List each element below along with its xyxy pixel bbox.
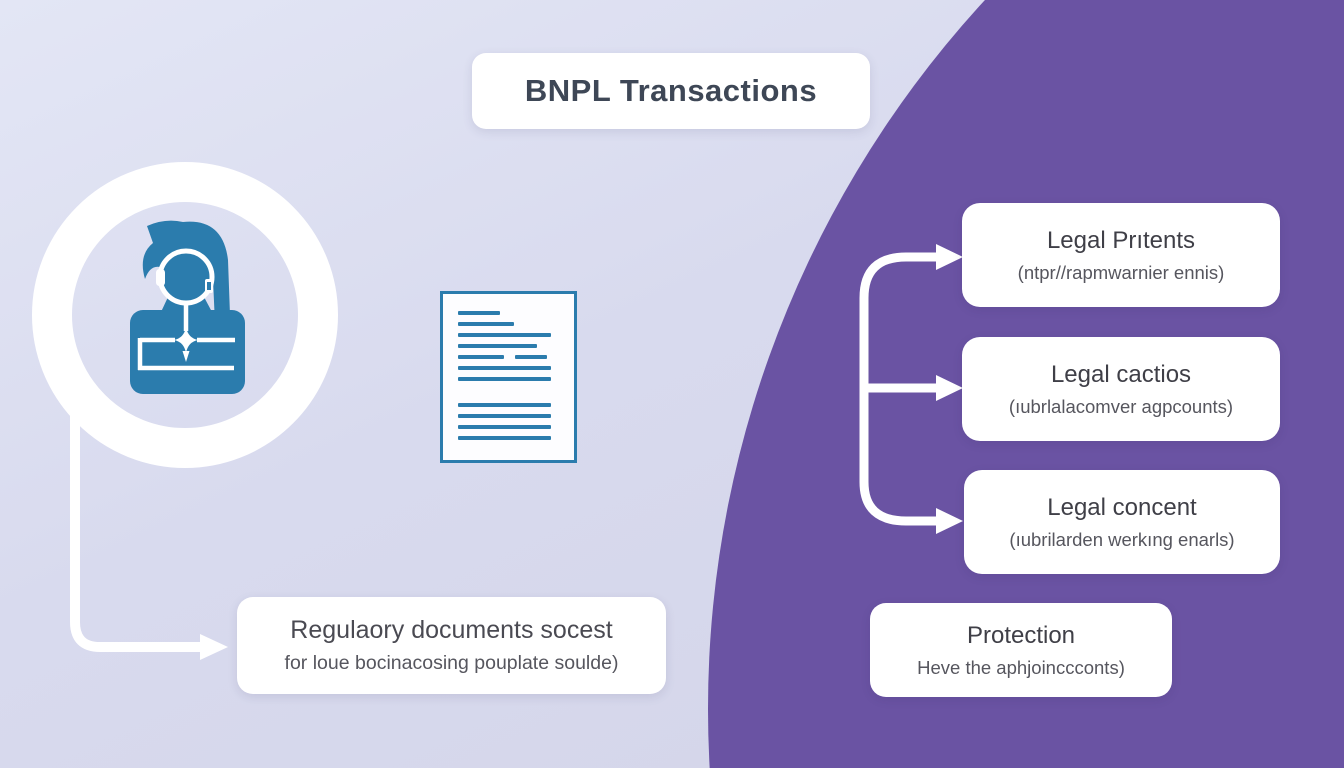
document-icon (440, 291, 577, 463)
regulatory-card-heading: Regulaory documents socest (290, 616, 613, 644)
regulatory-card: Regulaory documents socest for loue boci… (237, 597, 666, 694)
arrow-right-icon (70, 400, 228, 660)
legal-card-2-heading: Legal cactios (1050, 360, 1192, 388)
legal-card-3-sub: (ıubrilarden werkıng enarls) (1009, 528, 1235, 550)
legal-card-1-sub: (ntpr//rapmwarnier ennis) (1017, 261, 1225, 283)
regulatory-card-sub: for loue bocinacosing pouplate soulde) (284, 652, 619, 674)
page-title: BNPL Transactions (524, 73, 818, 108)
protection-card-heading: Protection (966, 621, 1076, 649)
legal-card-2-sub: (ıubrlalacomver agpcounts) (1008, 395, 1234, 417)
legal-card-1-heading: Legal Prıtents (1046, 226, 1196, 254)
legal-card-1: Legal Prıtents (ntpr//rapmwarnier ennis) (962, 203, 1280, 307)
support-agent-icon (130, 220, 245, 394)
protection-card-sub: Heve the aphjoinccconts) (917, 656, 1125, 678)
protection-card: Protection Heve the aphjoinccconts) (870, 603, 1172, 697)
title-box: BNPL Transactions (472, 53, 870, 129)
legal-card-3: Legal concent (ıubrilarden werkıng enarl… (964, 470, 1280, 574)
branch-arrows-icon (859, 244, 963, 534)
legal-card-2: Legal cactios (ıubrlalacomver agpcounts) (962, 337, 1280, 441)
legal-card-3-heading: Legal concent (1047, 493, 1197, 521)
